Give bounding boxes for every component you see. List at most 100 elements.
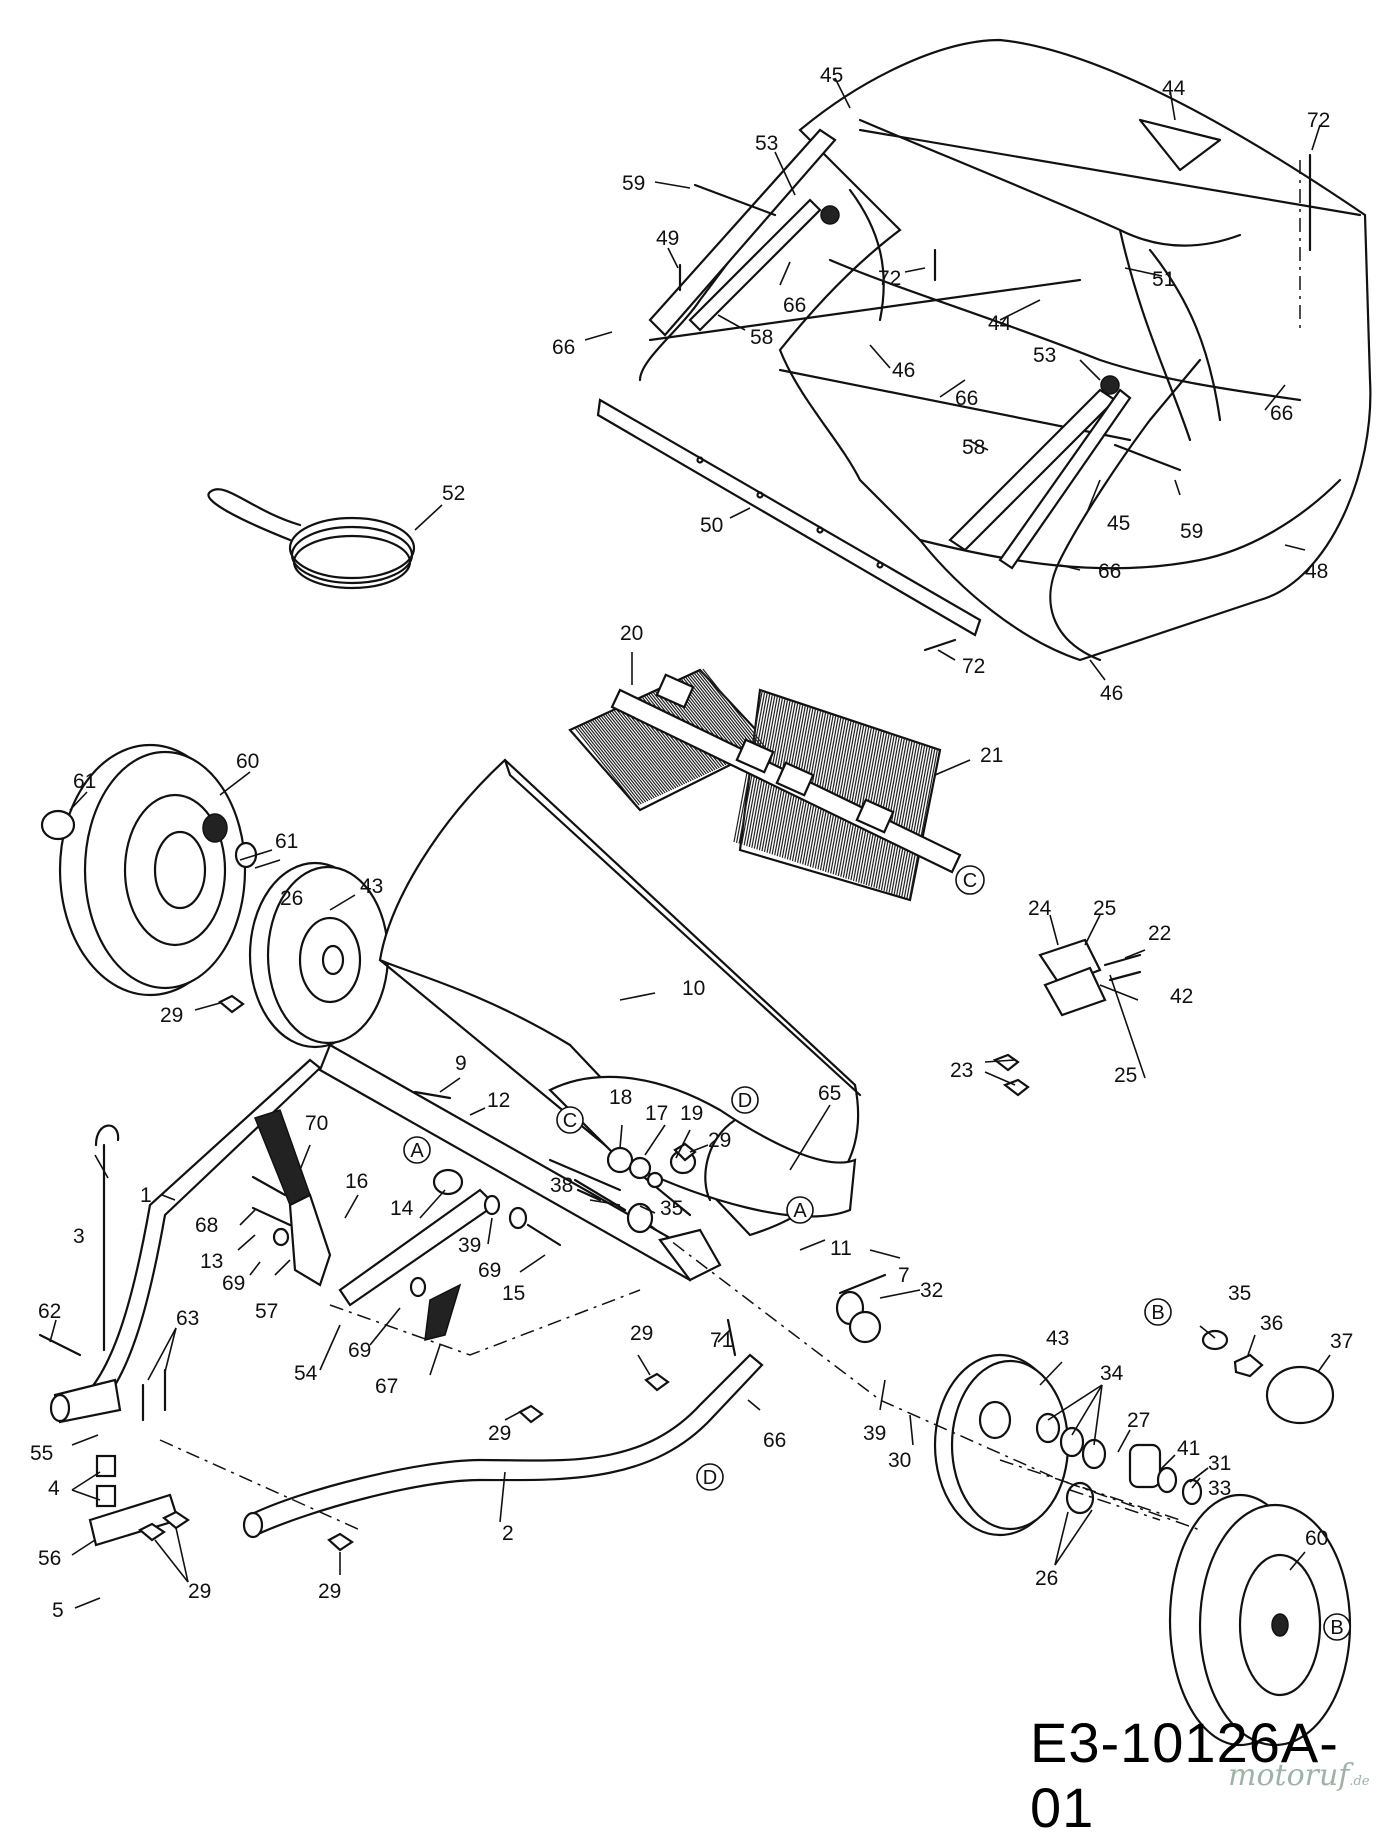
cable-coil [207, 488, 416, 590]
callout-21: 21 [980, 744, 1003, 767]
watermark-name: motoruf [1228, 1758, 1350, 1793]
callout-60: 60 [1305, 1527, 1328, 1550]
callout-46: 46 [1100, 682, 1123, 705]
brush-bristle [578, 725, 642, 805]
pedal-grip [254, 1109, 311, 1207]
brush-bristle [896, 744, 926, 896]
callout-50: 50 [700, 514, 723, 537]
washer-35 [1201, 1329, 1229, 1351]
callout-7: 7 [898, 1264, 910, 1287]
brush-bristle [885, 741, 916, 892]
handle-left [49, 1058, 322, 1424]
right-wheel [1168, 1493, 1352, 1747]
handle-lower [242, 1353, 764, 1539]
reference-letters: A A B B C C D D [403, 865, 1351, 1641]
callout-14: 14 [390, 1197, 414, 1220]
callout-69: 69 [478, 1259, 501, 1282]
brush-bristle [591, 719, 655, 799]
callout-54: 54 [294, 1362, 318, 1385]
callout-25: 25 [1093, 897, 1116, 920]
brush-bristle [587, 721, 651, 801]
left-wheel [58, 743, 247, 997]
callout-48: 48 [1305, 560, 1328, 583]
callout-27: 27 [1127, 1409, 1150, 1432]
fasteners [38, 994, 1030, 1552]
brush-bristle [693, 672, 757, 752]
brush-bristle [574, 727, 638, 807]
brush-bristle [695, 671, 759, 751]
callout-62: 62 [38, 1300, 61, 1323]
right-hub-cover [933, 1353, 1070, 1537]
callout-24: 24 [1028, 897, 1052, 920]
brush-bristle [581, 724, 644, 804]
callout-29: 29 [488, 1422, 511, 1445]
brush-bristle [596, 717, 660, 797]
ref-letter-c-2: C [563, 1110, 577, 1132]
brush-bristle [685, 676, 748, 756]
brush-bristle [607, 712, 670, 792]
callout-72: 72 [1307, 109, 1330, 132]
callout-71: 71 [710, 1329, 733, 1352]
callout-41: 41 [1177, 1437, 1200, 1460]
callout-70: 70 [305, 1112, 328, 1135]
callout-51: 51 [1152, 268, 1175, 291]
callout-44: 44 [988, 312, 1012, 335]
brush-bristle [594, 718, 657, 798]
callout-52: 52 [442, 482, 465, 505]
callout-37: 37 [1330, 1330, 1353, 1353]
callout-35: 35 [660, 1197, 683, 1220]
brush-bristle [906, 748, 936, 899]
callout-43: 43 [1046, 1327, 1069, 1350]
grass-bag-assembly [596, 38, 1372, 662]
leader-lines [49, 77, 1331, 1609]
callout-32: 32 [920, 1279, 943, 1302]
callout-17: 17 [645, 1102, 668, 1125]
watermark-tld: .de [1349, 1774, 1370, 1789]
brush-bristle [893, 744, 923, 895]
lever-arm [288, 1193, 332, 1287]
callout-29: 29 [160, 1004, 183, 1027]
callout-53: 53 [1033, 344, 1056, 367]
callout-29: 29 [630, 1322, 653, 1345]
brush-bristle [609, 711, 673, 791]
callout-19: 19 [680, 1102, 703, 1125]
ref-letter-a-2: A [793, 1200, 807, 1222]
callout-67: 67 [375, 1375, 398, 1398]
brush-bristle [691, 673, 755, 753]
brush-bristle [698, 670, 761, 750]
ref-letter-d: D [738, 1090, 752, 1112]
brush-bristle [600, 715, 664, 795]
callout-29: 29 [708, 1129, 731, 1152]
brush-bristle [908, 749, 939, 900]
callout-15: 15 [502, 1282, 525, 1305]
callout-34: 34 [1100, 1362, 1124, 1385]
callout-61: 61 [73, 770, 96, 793]
callout-4: 4 [48, 1477, 60, 1500]
brush-bristle [898, 745, 928, 896]
callout-29: 29 [318, 1580, 341, 1603]
brush-bristle [622, 705, 686, 785]
callout-66: 66 [1098, 560, 1121, 583]
brush-bristle [903, 747, 933, 898]
callout-59: 59 [622, 172, 645, 195]
callout-22: 22 [1148, 922, 1171, 945]
callout-68: 68 [195, 1214, 218, 1237]
part-callouts: 44 45 72 53 59 49 66 58 66 72 51 44 46 5… [30, 64, 1353, 1622]
brush-bristle [837, 725, 867, 877]
callout-72: 72 [962, 655, 985, 678]
assembly-lines [159, 160, 1301, 1531]
brush-bristle [589, 720, 653, 800]
callout-66: 66 [1270, 402, 1293, 425]
callout-23: 23 [950, 1059, 973, 1082]
callout-1: 1 [140, 1184, 152, 1207]
brush-bristle [835, 725, 865, 876]
brush-bristle [840, 726, 870, 877]
callout-12: 12 [487, 1089, 510, 1112]
brush-bristle [901, 746, 931, 897]
brush-bristle [888, 742, 918, 893]
ref-letter-a: A [410, 1140, 424, 1162]
callout-18: 18 [609, 1086, 632, 1109]
callout-57: 57 [255, 1300, 278, 1323]
brush-bristle [845, 728, 875, 879]
callout-43: 43 [360, 875, 383, 898]
